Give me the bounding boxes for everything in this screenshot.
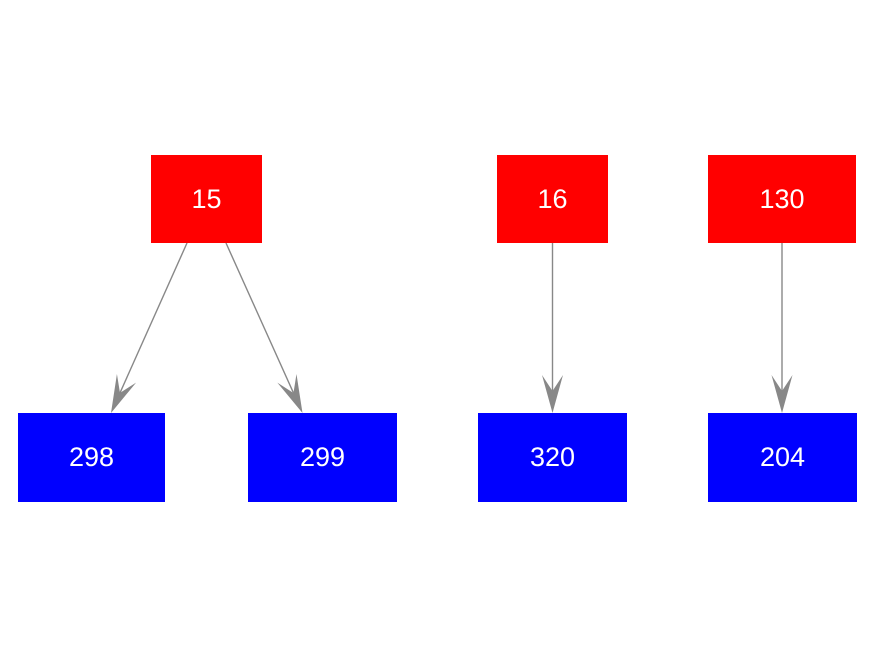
graph-node-label: 298 xyxy=(68,442,115,472)
graph-node-label: 204 xyxy=(759,442,806,472)
graph-node-label: 16 xyxy=(537,183,568,214)
graph-node[interactable]: 320 xyxy=(478,413,627,502)
graph-node-label: 15 xyxy=(191,183,222,214)
edge-line xyxy=(119,242,188,394)
edge-arrowhead-icon xyxy=(111,374,137,413)
edge-arrowhead-icon xyxy=(771,375,793,413)
graph-node[interactable]: 299 xyxy=(248,413,397,502)
graph-node[interactable]: 130 xyxy=(708,155,856,243)
graph-node-label: 130 xyxy=(759,183,805,214)
graph-node[interactable]: 298 xyxy=(18,413,165,502)
graph-node-label: 299 xyxy=(299,442,346,472)
graph-node[interactable]: 16 xyxy=(497,155,608,243)
graph-node[interactable]: 204 xyxy=(708,413,857,502)
edge-line xyxy=(225,242,295,394)
edge-arrowhead-icon xyxy=(277,374,303,413)
edge-arrowhead-icon xyxy=(542,375,563,413)
graph-node-label: 320 xyxy=(529,442,576,472)
graph-node[interactable]: 15 xyxy=(151,155,262,243)
